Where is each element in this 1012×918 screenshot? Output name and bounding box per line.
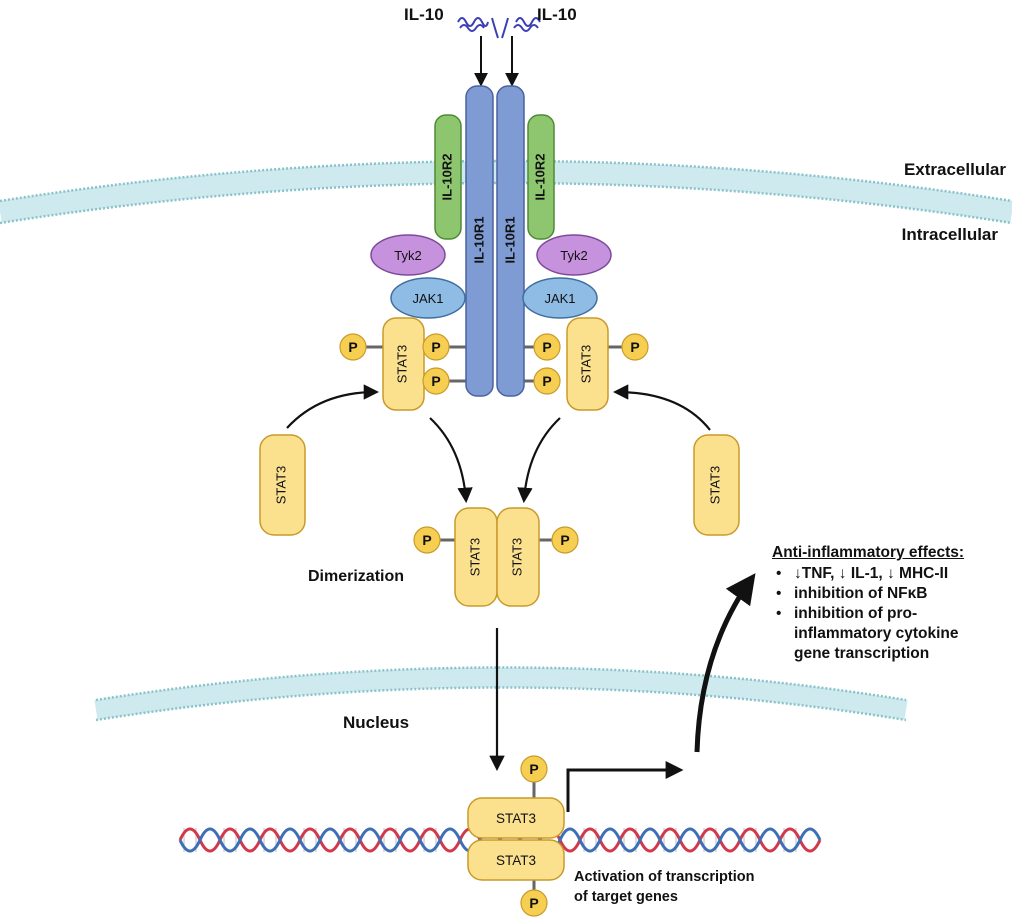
dimerization-label: Dimerization <box>308 568 404 585</box>
il10r2-label-right: IL-10R2 <box>532 154 547 201</box>
ligand-label-right: IL-10 <box>537 5 577 24</box>
jak1-right: JAK1 <box>522 277 598 319</box>
transcription-arrow <box>566 761 684 812</box>
activation-label: Activation of transcription of target ge… <box>574 867 754 907</box>
recruit-arrow-left <box>286 384 380 429</box>
effects-item-continuation: inflammatory cytokine <box>794 625 959 642</box>
stat3-label: STAT3 <box>707 466 722 505</box>
effects-arrow <box>694 573 756 753</box>
dimerize-arrow-left <box>429 417 473 504</box>
tyk2-label-right: Tyk2 <box>560 248 587 263</box>
svg-text:P: P <box>348 339 357 355</box>
tyk2-right: Tyk2 <box>536 234 612 276</box>
stat3-bound-right: STAT3 <box>566 317 609 411</box>
effects-item: ↓TNF, ↓ IL-1, ↓ MHC-II <box>772 564 1008 584</box>
stat3-label: STAT3 <box>394 345 409 384</box>
tyk2-label-left: Tyk2 <box>394 248 421 263</box>
ligand-label-left: IL-10 <box>404 5 444 24</box>
effects-heading: Anti-inflammatory effects: <box>772 544 965 561</box>
effects-list: ↓TNF, ↓ IL-1, ↓ MHC-II inhibition of NFκ… <box>772 564 1008 664</box>
svg-text:P: P <box>529 761 538 777</box>
svg-text:P: P <box>542 339 551 355</box>
il10r2-receptor-right: IL-10R2 <box>527 114 555 240</box>
effects-item: inhibition of pro- <box>772 604 1008 624</box>
stat3-label: STAT3 <box>273 466 288 505</box>
process-arrows <box>286 384 756 812</box>
stat3-free-left: STAT3 <box>259 434 306 536</box>
svg-text:P: P <box>630 339 639 355</box>
nuclear-membrane <box>94 666 908 722</box>
svg-text:P: P <box>431 339 440 355</box>
jak1-left: JAK1 <box>390 277 466 319</box>
phosphate-marker: P <box>621 333 649 361</box>
phosphate-marker: P <box>413 526 441 554</box>
jak1-label-left: JAK1 <box>412 291 443 306</box>
il10-ligand-icon <box>457 17 541 39</box>
stat3-label: STAT3 <box>496 811 536 826</box>
phosphate-marker: P <box>422 333 450 361</box>
svg-text:P: P <box>542 373 551 389</box>
dimerize-arrow-right <box>517 417 561 504</box>
phosphate-marker: P <box>533 333 561 361</box>
phosphate-marker: P <box>520 889 548 917</box>
intracellular-label: Intracellular <box>902 225 999 244</box>
il10r1-receptor-left: IL-10R1 <box>465 85 494 397</box>
stat3-label: STAT3 <box>578 345 593 384</box>
il10r1-label-left: IL-10R1 <box>471 217 486 264</box>
stat3-bound-left: STAT3 <box>382 317 425 411</box>
svg-text:P: P <box>560 532 569 548</box>
phosphate-marker: P <box>339 333 367 361</box>
phosphate-groups: P P P P P P P P P P <box>339 333 649 917</box>
anti-inflammatory-effects-box: Anti-inflammatory effects: ↓TNF, ↓ IL-1,… <box>772 543 1008 664</box>
il10r2-receptor-left: IL-10R2 <box>434 114 462 240</box>
phosphate-marker: P <box>520 755 548 783</box>
stat3-label: STAT3 <box>467 538 482 577</box>
nucleus-label: Nucleus <box>343 713 409 732</box>
recruit-arrow-right <box>612 384 711 431</box>
il10r1-receptor-right: IL-10R1 <box>496 85 525 397</box>
tyk2-left: Tyk2 <box>370 234 446 276</box>
effects-item-continuation: gene transcription <box>794 645 930 662</box>
stat3-dna-bound: STAT3 STAT3 <box>467 797 565 881</box>
svg-text:P: P <box>431 373 440 389</box>
stat3-free-right: STAT3 <box>693 434 740 536</box>
stat3-label: STAT3 <box>509 538 524 577</box>
svg-text:P: P <box>529 895 538 911</box>
activation-line-2: of target genes <box>574 889 678 905</box>
stat3-dimer: STAT3 STAT3 <box>454 507 540 607</box>
il10r2-label-left: IL-10R2 <box>439 154 454 201</box>
phosphate-marker: P <box>533 367 561 395</box>
phosphate-marker: P <box>422 367 450 395</box>
extracellular-label: Extracellular <box>904 160 1006 179</box>
jak1-label-right: JAK1 <box>544 291 575 306</box>
phosphate-marker: P <box>551 526 579 554</box>
effects-item: inhibition of NFκB <box>772 584 1008 604</box>
svg-text:P: P <box>422 532 431 548</box>
il10r1-label-right: IL-10R1 <box>502 217 517 264</box>
stat3-label: STAT3 <box>496 853 536 868</box>
activation-line-1: Activation of transcription <box>574 869 755 885</box>
